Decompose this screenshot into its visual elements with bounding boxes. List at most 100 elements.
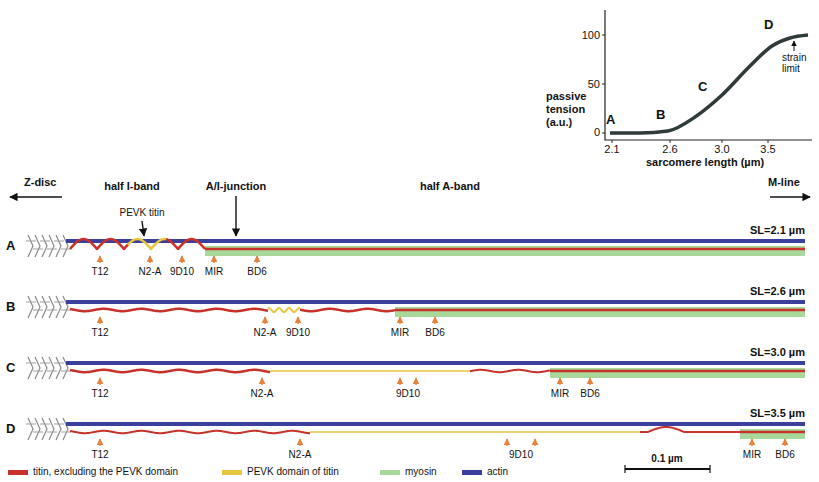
epitope-arrow — [149, 256, 150, 263]
epitope-arrow — [299, 439, 300, 446]
epitope-label: T12 — [91, 326, 108, 339]
scale-label: 0.1 µm — [651, 452, 682, 465]
epitope-label: 9D10 — [170, 265, 194, 278]
pevk-segment — [128, 239, 166, 249]
epitope-label: N2-A — [251, 387, 274, 400]
epitope-label: N2-A — [289, 448, 312, 461]
tick-label: 3.0 — [714, 143, 729, 156]
epitope-label: MIR — [391, 326, 409, 339]
epitope-arrow — [261, 378, 262, 385]
epitope-label: BD6 — [247, 265, 266, 278]
tick-label: 50 — [588, 78, 600, 91]
tension-curve — [610, 35, 808, 133]
myosin-filament — [550, 368, 805, 378]
actin-filament — [66, 300, 805, 304]
epitope-arrow — [559, 378, 560, 385]
tick-label: 2.1 — [604, 143, 619, 156]
row-letter: B — [6, 300, 15, 313]
epitope-arrow — [99, 317, 100, 324]
sarcomere-row — [26, 296, 805, 324]
titin-segment — [550, 370, 805, 373]
legend-text: myosin — [405, 466, 437, 478]
region-label: A/I-junction — [206, 180, 267, 193]
epitope-label: T12 — [91, 387, 108, 400]
titin-segment — [740, 431, 805, 434]
sarcomere-length-label: SL=2.6 µm — [750, 285, 805, 298]
epitope-label: BD6 — [775, 448, 794, 461]
titin-segment — [166, 239, 205, 249]
leader-arrow — [794, 41, 795, 51]
epitope-arrow — [256, 256, 257, 263]
curve-point-label: C — [698, 80, 707, 93]
direction-arrow — [770, 196, 810, 197]
pevk-segment — [270, 370, 470, 371]
curve-point-label: D — [764, 18, 773, 31]
legend-text: PEVK domain of titin — [247, 466, 339, 478]
myosin-filament — [395, 307, 805, 317]
epitope-arrow — [784, 439, 785, 446]
epitope-label: MIR — [551, 387, 569, 400]
legend-text: actin — [487, 466, 508, 478]
epitope-label: N2-A — [254, 326, 277, 339]
epitope-arrow — [415, 378, 416, 385]
axis-title: passive tension (a.u.) — [546, 90, 596, 129]
titin-segment — [70, 431, 310, 433]
titin-segment — [70, 309, 268, 311]
epitope-arrow — [181, 256, 182, 263]
curve-point-label: B — [656, 108, 665, 121]
region-label: Z-disc — [24, 176, 56, 189]
epitope-arrow — [589, 378, 590, 385]
scale-bar — [625, 468, 710, 470]
epitope-label: N2-A — [139, 265, 162, 278]
row-letter: A — [6, 239, 15, 252]
myosin-filament — [205, 246, 805, 256]
legend-entry: PEVK domain of titin — [222, 466, 339, 478]
row-letter: C — [6, 361, 15, 374]
actin-filament — [66, 361, 805, 365]
titin-segment — [640, 427, 740, 432]
epitope-label: BD6 — [580, 387, 599, 400]
titin-segment — [395, 309, 805, 312]
epitope-arrow — [99, 378, 100, 385]
epitope-arrow — [399, 317, 400, 324]
tension-graph — [602, 10, 812, 143]
pevk-segment — [268, 308, 300, 312]
sarcomere-row — [26, 357, 805, 385]
sarcomere-length-label: SL=3.5 µm — [750, 407, 805, 420]
epitope-arrow — [213, 256, 214, 263]
sarcomere-row — [26, 418, 805, 446]
titin-segment — [70, 239, 128, 249]
region-label: M-line — [768, 176, 800, 189]
epitope-label: T12 — [91, 448, 108, 461]
row-letter: D — [6, 422, 15, 435]
epitope-arrow — [99, 256, 100, 263]
tick-label: 100 — [582, 29, 600, 42]
sarcomere-length-label: SL=3.0 µm — [750, 346, 805, 359]
legend-text: titin, excluding the PEVK domain — [33, 466, 178, 478]
myosin-filament — [740, 429, 805, 439]
epitope-label: MIR — [743, 448, 761, 461]
epitope-arrow — [399, 378, 400, 385]
legend-entry: myosin — [380, 466, 437, 478]
epitope-label: 9D10 — [509, 448, 533, 461]
epitope-arrow — [434, 317, 435, 324]
sarcomere-row — [26, 235, 805, 263]
region-label: half I-band — [104, 180, 160, 193]
axis-title: sarcomere length (µm) — [646, 156, 764, 169]
epitope-label: MIR — [205, 265, 223, 278]
legend-swatch — [462, 470, 482, 475]
graph-axes — [605, 10, 812, 140]
region-label: PEVK titin — [119, 206, 164, 219]
epitope-label: 9D10 — [396, 387, 420, 400]
epitope-label: BD6 — [425, 326, 444, 339]
epitope-arrow — [751, 439, 752, 446]
direction-arrow — [10, 196, 62, 197]
epitope-arrow — [534, 439, 535, 446]
titin-segment — [205, 248, 805, 251]
tick-label: 3.5 — [760, 143, 775, 156]
tick-label: 2.6 — [662, 143, 677, 156]
epitope-arrow — [297, 317, 298, 324]
note-label: strain limit — [782, 52, 816, 74]
epitope-arrow — [264, 317, 265, 324]
titin-segment — [300, 309, 395, 311]
